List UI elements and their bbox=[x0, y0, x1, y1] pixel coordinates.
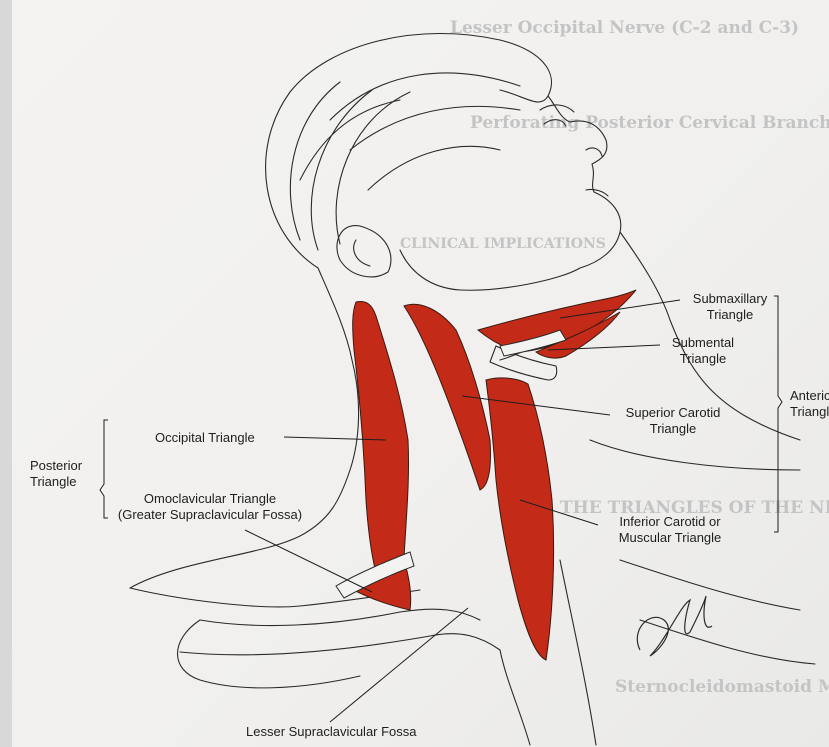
neck-back-outline bbox=[130, 268, 359, 588]
hair-outline bbox=[266, 33, 552, 268]
face-profile bbox=[548, 96, 621, 268]
superior-carotid-label: Superior Carotid Triangle bbox=[615, 405, 731, 437]
hair-strand bbox=[350, 106, 520, 150]
forehead-outline bbox=[500, 90, 548, 102]
superior-carotid-triangle bbox=[404, 304, 491, 490]
submaxillary-label: Submaxillary Triangle bbox=[682, 291, 778, 323]
omoclavicular-label: Omoclavicular Triangle (Greater Supracla… bbox=[100, 491, 320, 523]
occipital-label: Occipital Triangle bbox=[155, 430, 255, 446]
hair-strand bbox=[300, 100, 400, 180]
leader-lesser-supraclavicular bbox=[330, 608, 468, 722]
lesser-supraclavicular-label: Lesser Supraclavicular Fossa bbox=[246, 724, 417, 740]
chest-line bbox=[640, 620, 815, 664]
anterior-triangle-label: Anteric Triangl bbox=[790, 388, 829, 420]
mouth bbox=[586, 189, 608, 196]
clavicle-upper bbox=[200, 609, 480, 625]
hair-strand bbox=[311, 90, 372, 250]
occipital-triangle bbox=[353, 302, 409, 580]
posterior-triangle-label: Posterior Triangle bbox=[30, 458, 82, 490]
inferior-carotid-label: Inferior Carotid or Muscular Triangle bbox=[600, 514, 740, 546]
ear-inner bbox=[354, 240, 370, 266]
hair-strand bbox=[290, 82, 340, 240]
inferior-carotid-triangle bbox=[486, 378, 554, 660]
jaw-line bbox=[400, 250, 580, 290]
nostril bbox=[586, 148, 602, 156]
sternum-right bbox=[560, 560, 596, 745]
anterior-bracket bbox=[774, 296, 782, 532]
chest-line bbox=[620, 560, 800, 610]
hair-strand bbox=[368, 146, 500, 190]
sternum-left bbox=[500, 650, 530, 745]
eye-outline bbox=[544, 120, 566, 126]
ear bbox=[337, 226, 391, 277]
clavicle-lower bbox=[180, 634, 500, 655]
hair-strand bbox=[336, 92, 410, 244]
artist-signature bbox=[637, 596, 712, 656]
leader-omoclavicular bbox=[245, 530, 372, 592]
submental-label: Submental Triangle bbox=[662, 335, 744, 367]
shoulder-right bbox=[590, 440, 800, 470]
